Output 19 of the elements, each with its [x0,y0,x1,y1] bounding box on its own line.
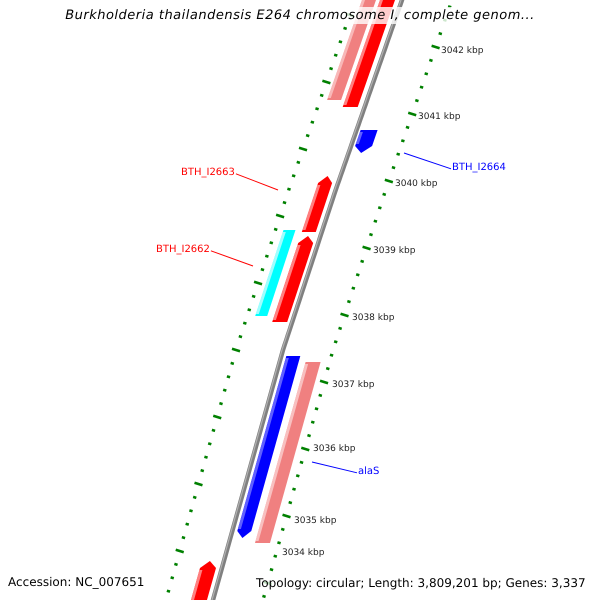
scale-label: 3042 kbp [441,46,484,56]
gene-label: BTH_I2662 [156,244,210,256]
gene-label: BTH_I2664 [452,162,506,174]
info-text: Topology: circular; Length: 3,809,201 bp; Genes: 3,337 [256,577,586,591]
scale-label: 3034 kbp [282,548,324,558]
gene-label: BTH_I2663 [181,167,235,178]
scale-label: 3037 kbp [332,380,374,390]
scale-label: 3041 kbp [418,112,460,122]
leader-line [235,173,278,190]
scale-label: 3038 kbp [352,313,394,324]
scale-label: 3035 kbp [294,516,336,526]
scale-label: 3039 kbp [373,246,416,256]
info-text: Accession: NC_007651 [8,576,144,590]
scale-label: 3040 kbp [395,179,438,190]
scale-label: 3036 kbp [313,444,356,454]
leader-line [312,462,358,474]
leader-line [404,152,452,170]
leader-line [210,250,254,266]
gene-label: alaS [358,466,380,478]
